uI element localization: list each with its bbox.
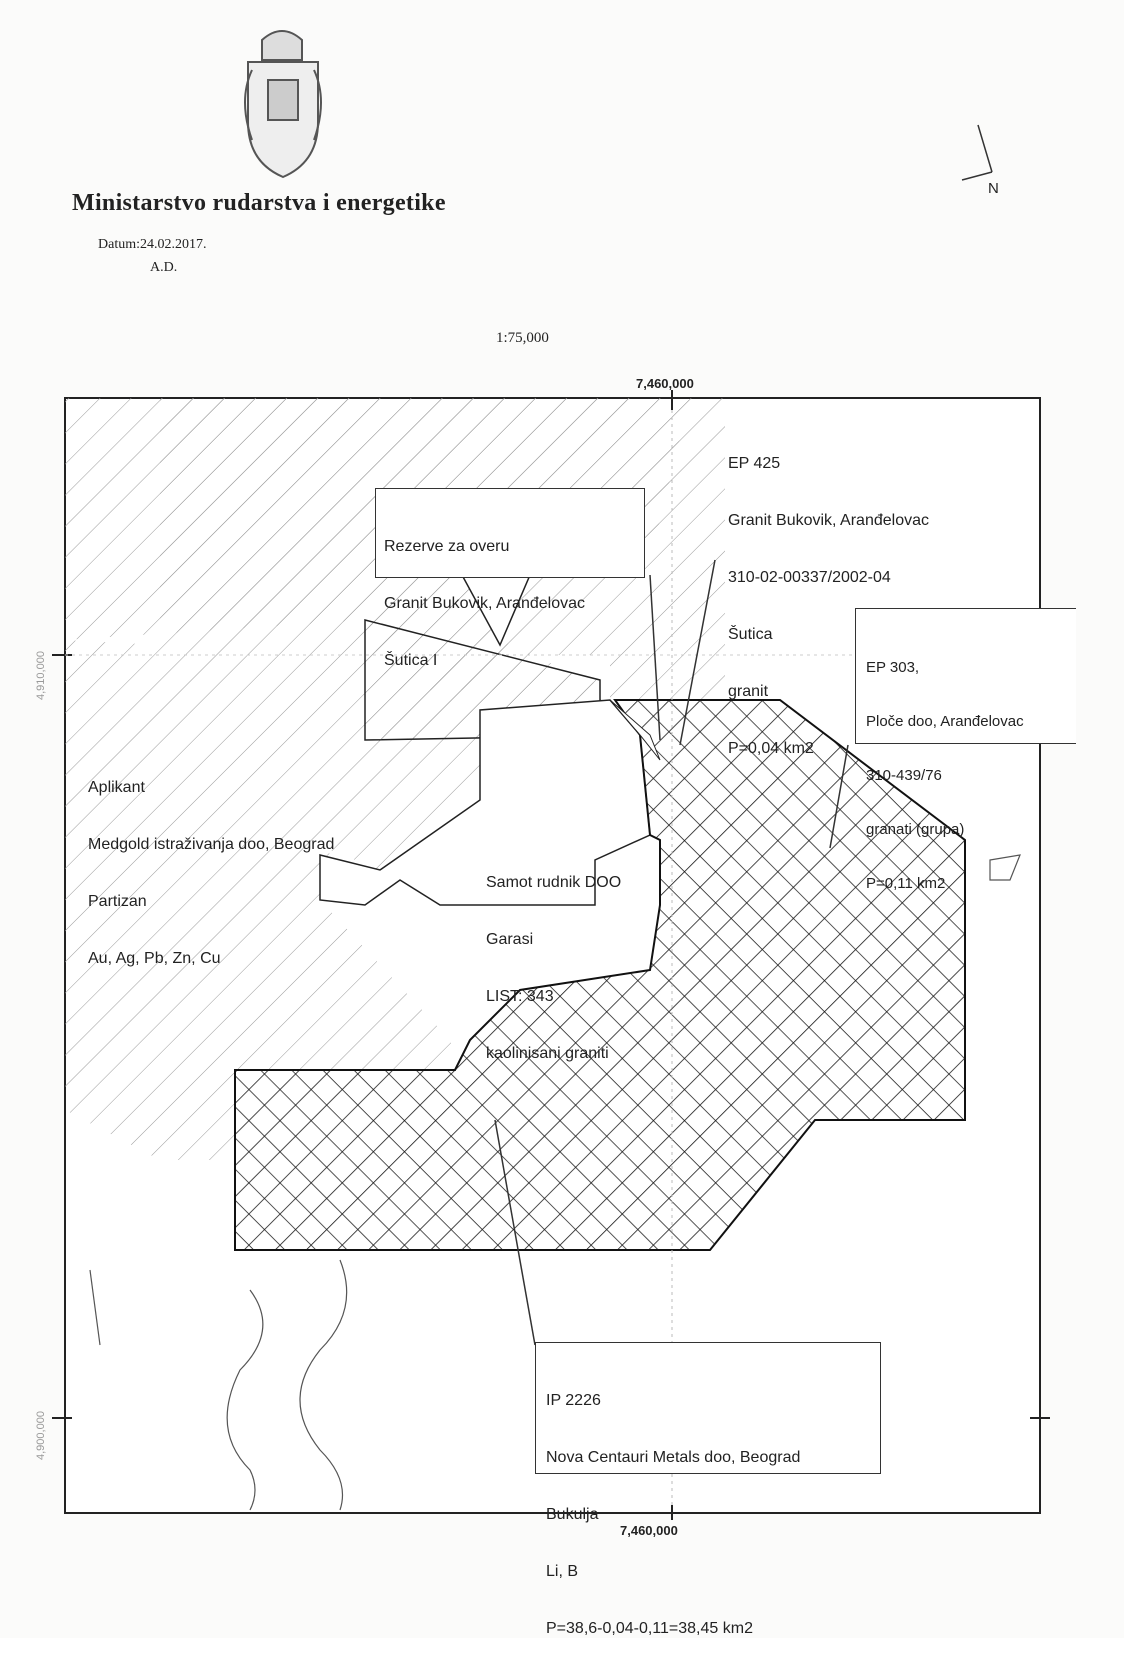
rezerve-line: Granit Bukovik, Aranđelovac: [384, 595, 585, 612]
document-initials: A.D.: [150, 260, 178, 275]
aplikant-label: Aplikant Medgold istraživanja doo, Beogr…: [88, 740, 334, 1006]
ep425-line: Granit Bukovik, Aranđelovac: [728, 512, 929, 529]
ministry-title: Ministarstvo rudarstva i energetike: [72, 190, 446, 216]
samot-label: Samot rudnik DOO Garasi LIST: 343 kaolin…: [486, 835, 621, 1101]
rezerve-line: Rezerve za overu: [384, 538, 510, 555]
samot-line: LIST: 343: [486, 988, 554, 1005]
rezerve-line: Šutica I: [384, 652, 438, 669]
ep425-line: P=0,04 km2: [728, 740, 814, 757]
ep303-lines: EP 303, Ploče doo, Aranđelovac 310-439/7…: [866, 623, 1024, 929]
document-date: Datum:24.02.2017.: [98, 237, 207, 252]
samot-polygon: [319, 699, 651, 906]
grid-x-bottom-label: 7,460,000: [620, 1523, 678, 1538]
ep303-line: P=0,11 km2: [866, 875, 946, 892]
aplikant-line: Au, Ag, Pb, Zn, Cu: [88, 950, 221, 967]
map-document: 7,460,000 7,460,000 4,910,000 4,900,000 …: [35, 30, 1076, 1637]
leader-lines: [494, 559, 849, 1346]
coat-of-arms-icon: [244, 30, 322, 179]
grid-x-top-label: 7,460,000: [636, 376, 694, 391]
ep425-lines: EP 425 Granit Bukovik, Aranđelovac 310-0…: [728, 416, 929, 796]
ip2226-label-box: IP 2226 Nova Centauri Metals doo, Beogra…: [535, 1342, 881, 1637]
ip2226-lines: IP 2226 Nova Centauri Metals doo, Beogra…: [546, 1353, 800, 1676]
ep303-label-box: EP 303, Ploče doo, Aranđelovac 310-439/7…: [855, 608, 1076, 892]
map-scale: 1:75,000: [496, 330, 549, 346]
ep425-line: Šutica: [728, 626, 773, 643]
ep303-line: Ploče doo, Aranđelovac: [866, 713, 1024, 730]
aplikant-line: Aplikant: [88, 779, 145, 796]
ep425-label-box: EP 425 Granit Bukovik, Aranđelovac 310-0…: [718, 410, 986, 757]
samot-line: Garasi: [486, 931, 534, 948]
grid-ticks: [52, 390, 1050, 1520]
ip2226-line: Li, B: [546, 1563, 579, 1580]
ip2226-line: Nova Centauri Metals doo, Beograd: [546, 1449, 801, 1466]
terrain-lines: [89, 854, 1021, 1511]
ep425-line: 310-02-00337/2002-04: [728, 569, 891, 586]
ip2226-line: IP 2226: [546, 1392, 601, 1409]
rezerve-label-box: Rezerve za overu Granit Bukovik, Aranđel…: [375, 488, 645, 669]
aplikant-line: Medgold istraživanja doo, Beograd: [88, 836, 335, 853]
aplikant-line: Partizan: [88, 893, 147, 910]
map-canvas: 7,460,000 7,460,000 4,910,000 4,900,000: [35, 30, 1050, 1538]
samot-line: Samot rudnik DOO: [486, 874, 622, 891]
ip2226-polygon: [234, 699, 966, 1251]
ep425-line: EP 425: [728, 455, 781, 472]
rezerve-lines: Rezerve za overu Granit Bukovik, Aranđel…: [384, 499, 585, 708]
ep303-line: granati (grupa): [866, 821, 965, 838]
grid-y-upper-label: 4,910,000: [35, 651, 47, 700]
north-arrow-icon: [961, 124, 993, 181]
north-label: N: [988, 180, 999, 197]
ep303-line: 310-439/76: [866, 767, 942, 784]
ep303-line: EP 303,: [866, 659, 920, 676]
ep425-line: granit: [728, 683, 769, 700]
grid-y-lower-label: 4,900,000: [35, 1411, 47, 1460]
ip2226-line: P=38,6-0,04-0,11=38,45 km2: [546, 1620, 753, 1637]
ip2226-line: Bukulja: [546, 1506, 599, 1523]
samot-line: kaolinisani graniti: [486, 1045, 609, 1062]
aplikant-area-2: [160, 398, 690, 1160]
